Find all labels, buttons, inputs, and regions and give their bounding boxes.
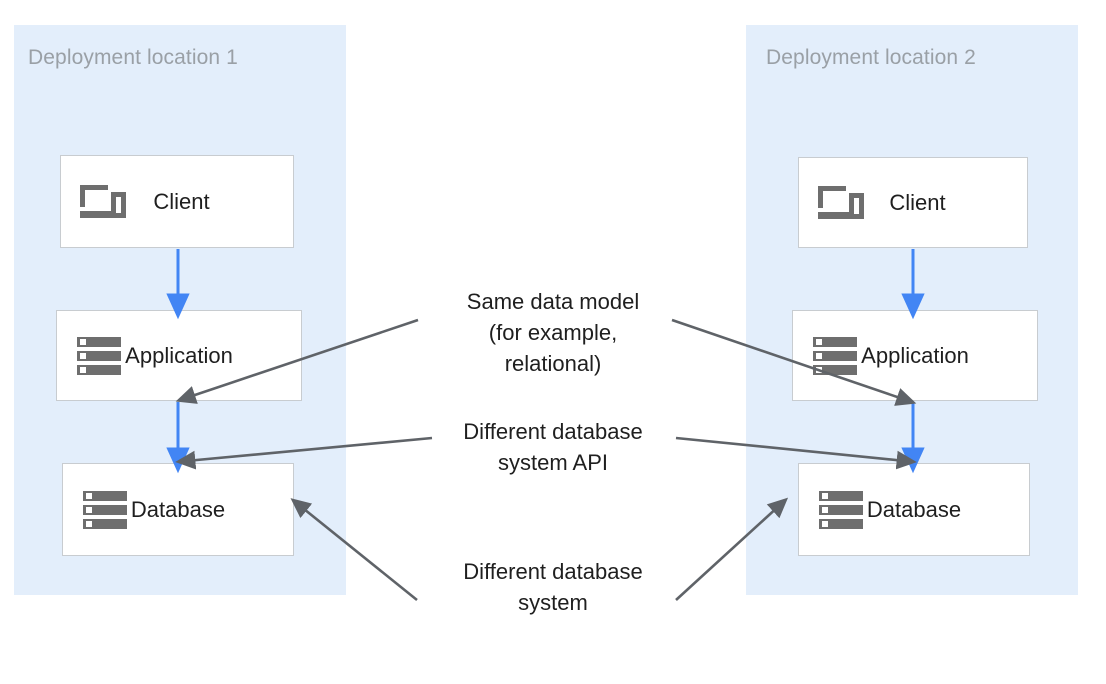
panel-title-deployment-location-2: Deployment location 2 bbox=[766, 46, 976, 69]
annotation-different-database-system-api: Different database system API bbox=[463, 419, 643, 475]
server-icon bbox=[75, 336, 123, 376]
node-label-client-1: Client bbox=[153, 188, 210, 214]
server-icon bbox=[817, 490, 865, 530]
node-database-1[interactable]: Database bbox=[62, 463, 294, 556]
node-label-application-2: Application bbox=[861, 342, 969, 368]
devices-icon bbox=[817, 183, 865, 223]
panel-title-deployment-location-1: Deployment location 1 bbox=[28, 46, 238, 69]
node-label-database-2: Database bbox=[866, 496, 962, 522]
devices-icon bbox=[79, 182, 127, 222]
annotation-different-database-system: Different database system bbox=[463, 559, 643, 615]
server-icon bbox=[811, 336, 859, 376]
annotation-same-data-model: Same data model (for example, relational… bbox=[466, 289, 640, 376]
node-database-2[interactable]: Database bbox=[798, 463, 1030, 556]
node-label-client-2: Client bbox=[889, 189, 946, 215]
node-application-1[interactable]: Application bbox=[56, 310, 302, 401]
node-client-1[interactable]: Client bbox=[60, 155, 294, 248]
node-label-database-1: Database bbox=[130, 496, 226, 522]
node-application-2[interactable]: Application bbox=[792, 310, 1038, 401]
node-client-2[interactable]: Client bbox=[798, 157, 1028, 248]
server-icon bbox=[81, 490, 129, 530]
node-label-application-1: Application bbox=[125, 342, 233, 368]
